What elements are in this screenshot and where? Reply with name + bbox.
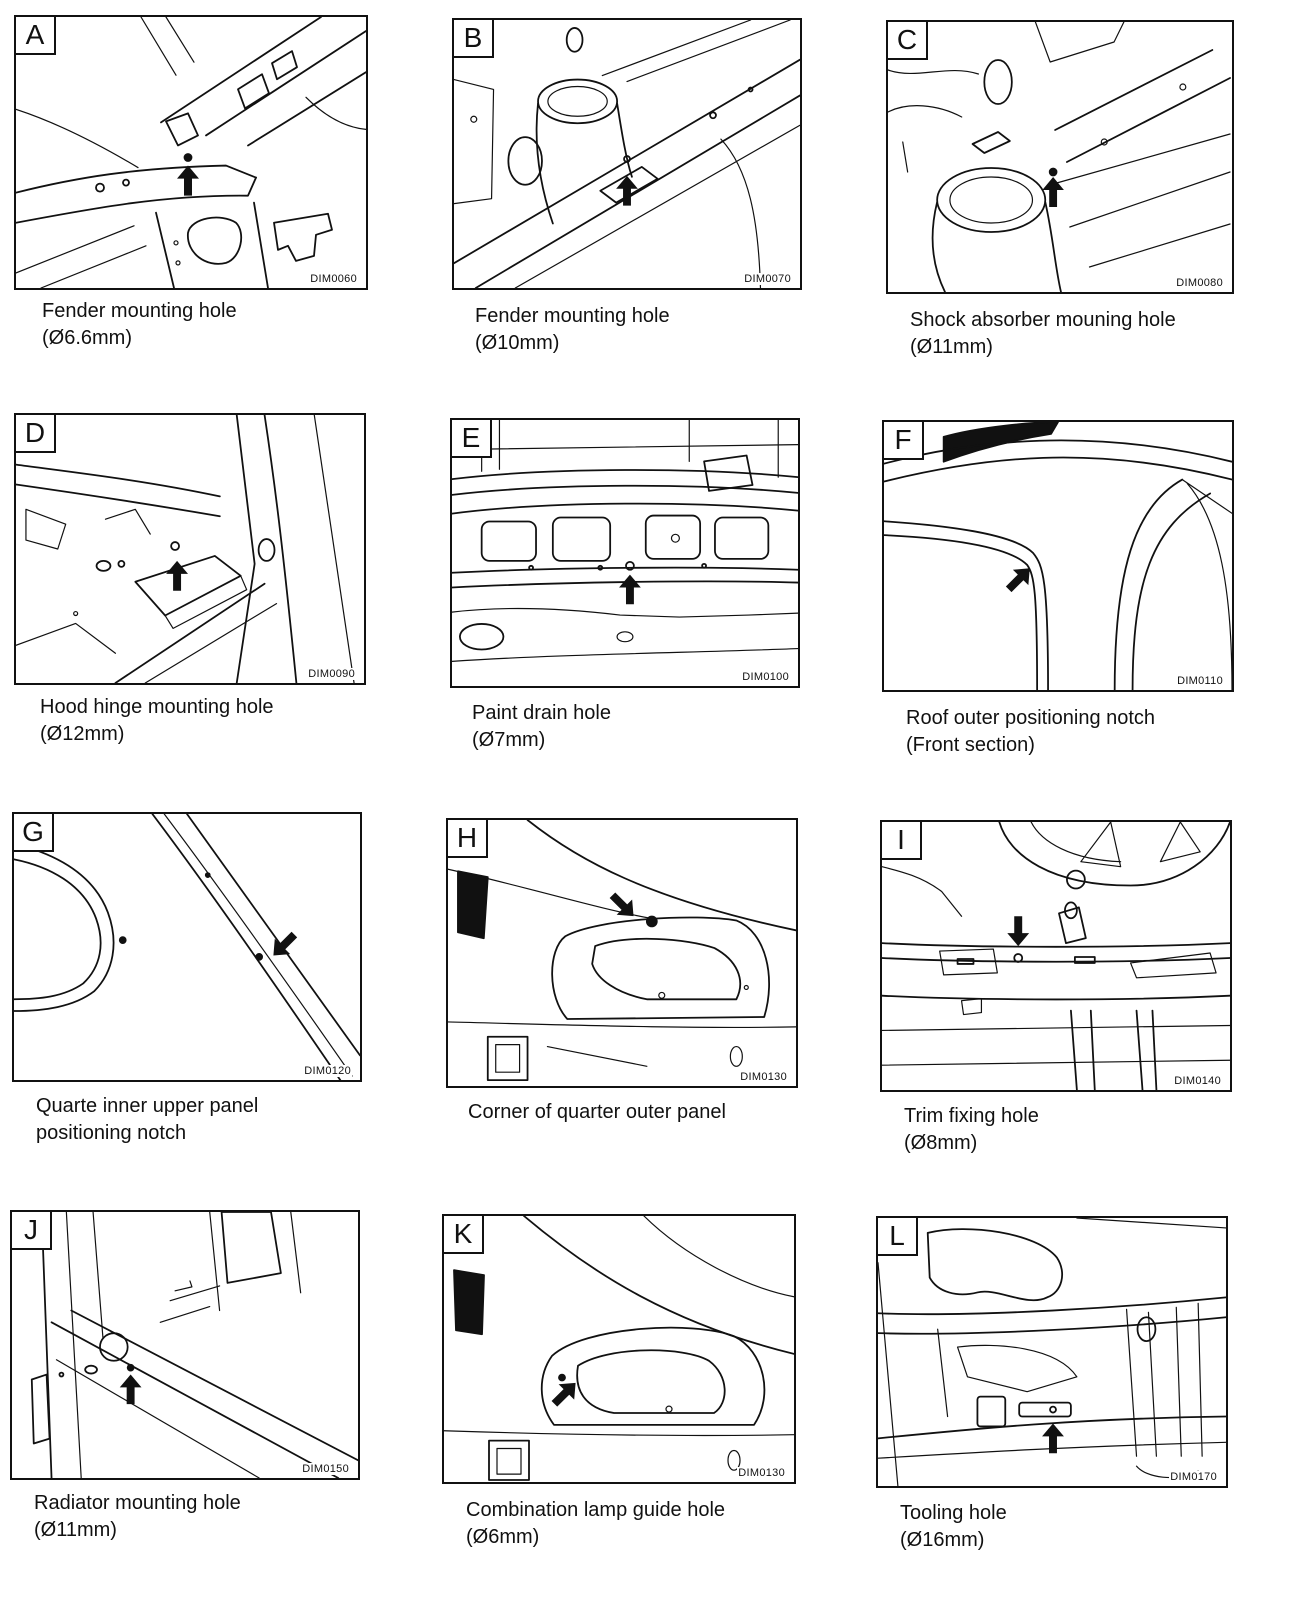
figure-label: F bbox=[884, 422, 924, 460]
figure-i-drawing bbox=[882, 822, 1230, 1090]
arrow-up-icon bbox=[166, 560, 189, 591]
figure-label: H bbox=[448, 820, 488, 858]
caption-line: (Ø7mm) bbox=[472, 729, 546, 751]
arrow-up-icon bbox=[616, 175, 638, 206]
caption-line: Radiator mounting hole bbox=[34, 1492, 241, 1514]
figure-l: L DIM0170 bbox=[876, 1216, 1228, 1488]
figure-b: B DIM0070 bbox=[452, 18, 802, 290]
caption-line: (Ø10mm) bbox=[475, 332, 560, 354]
figure-k-drawing bbox=[444, 1216, 794, 1481]
figure-label: K bbox=[444, 1216, 484, 1254]
figure-code: DIM0100 bbox=[741, 671, 790, 683]
figure-code: DIM0150 bbox=[301, 1463, 350, 1475]
figure-caption: Hood hinge mounting hole (Ø12mm) bbox=[40, 694, 274, 748]
figure-f: F DIM0110 bbox=[882, 420, 1234, 692]
figure-code: DIM0120 bbox=[303, 1065, 352, 1077]
figure-e-drawing bbox=[452, 420, 798, 662]
caption-line: Tooling hole bbox=[900, 1502, 1007, 1524]
figure-code: DIM0170 bbox=[1169, 1471, 1218, 1483]
caption-line: Roof outer positioning notch bbox=[906, 707, 1156, 729]
caption-line: Trim fixing hole bbox=[904, 1105, 1039, 1127]
figure-label: B bbox=[454, 20, 494, 58]
figure-a: A DIM0060 bbox=[14, 15, 368, 290]
figure-caption: Paint drain hole (Ø7mm) bbox=[472, 700, 611, 754]
figure-caption: Fender mounting hole (Ø10mm) bbox=[475, 303, 670, 357]
caption-line: Shock absorber mouning hole bbox=[910, 309, 1176, 331]
figure-h: H DIM0130 bbox=[446, 818, 798, 1088]
arrow-up-icon bbox=[619, 574, 641, 605]
arrow-down-left-icon bbox=[273, 931, 298, 956]
figure-j: J DIM0150 bbox=[10, 1210, 360, 1480]
caption-line: Fender mounting hole bbox=[42, 300, 237, 322]
figure-f-drawing bbox=[884, 422, 1232, 690]
caption-line: (Ø11mm) bbox=[34, 1519, 117, 1541]
figure-caption: Tooling hole (Ø16mm) bbox=[900, 1500, 1007, 1554]
figure-label: C bbox=[888, 22, 928, 60]
figure-c: C DIM0080 bbox=[886, 20, 1234, 294]
figure-label: J bbox=[12, 1212, 52, 1250]
caption-line: (Ø12mm) bbox=[40, 723, 125, 745]
caption-line: (Ø16mm) bbox=[900, 1529, 985, 1551]
figure-caption: Trim fixing hole (Ø8mm) bbox=[904, 1103, 1039, 1157]
caption-line: (Ø8mm) bbox=[904, 1132, 978, 1154]
figure-d: D DIM0090 bbox=[14, 413, 366, 685]
figure-code: DIM0140 bbox=[1173, 1075, 1222, 1087]
figure-d-drawing bbox=[16, 415, 355, 683]
caption-line: Paint drain hole bbox=[472, 702, 611, 724]
figure-code: DIM0130 bbox=[739, 1071, 788, 1083]
caption-line: Hood hinge mounting hole bbox=[40, 696, 274, 718]
figure-c-drawing bbox=[888, 22, 1231, 292]
arrow-up-right-icon bbox=[1005, 568, 1030, 593]
caption-line: (Ø11mm) bbox=[910, 336, 993, 358]
caption-line: Combination lamp guide hole bbox=[466, 1499, 726, 1521]
figure-i: I DIM0140 bbox=[880, 820, 1232, 1092]
figure-label: G bbox=[14, 814, 54, 852]
figure-j-drawing bbox=[30, 1212, 358, 1478]
figure-g-drawing bbox=[14, 814, 360, 1080]
figure-k: K DIM0130 bbox=[442, 1214, 796, 1484]
figure-caption: Roof outer positioning notch (Front sect… bbox=[906, 705, 1155, 759]
figure-label: A bbox=[16, 17, 56, 55]
caption-line: Corner of quarter outer panel bbox=[468, 1101, 726, 1123]
figure-code: DIM0110 bbox=[1176, 675, 1224, 687]
figure-caption: Fender mounting hole (Ø6.6mm) bbox=[42, 298, 237, 352]
figure-code: DIM0080 bbox=[1175, 277, 1224, 289]
figure-code: DIM0070 bbox=[743, 273, 792, 285]
figure-label: I bbox=[882, 822, 922, 860]
arrow-up-icon bbox=[1042, 1423, 1064, 1454]
figure-code: DIM0090 bbox=[307, 668, 356, 680]
caption-line: positioning notch bbox=[36, 1122, 187, 1144]
figure-h-drawing bbox=[448, 820, 796, 1081]
figure-caption: Combination lamp guide hole (Ø6mm) bbox=[466, 1497, 725, 1551]
figure-l-drawing bbox=[878, 1218, 1226, 1486]
figure-b-drawing bbox=[454, 20, 800, 288]
arrow-down-right-icon bbox=[609, 892, 634, 917]
figure-label: L bbox=[878, 1218, 918, 1256]
arrow-up-right-icon bbox=[551, 1382, 576, 1407]
figure-label: D bbox=[16, 415, 56, 453]
caption-line: (Ø6mm) bbox=[466, 1526, 540, 1548]
arrow-up-icon bbox=[177, 165, 199, 196]
figure-a-drawing bbox=[16, 17, 366, 288]
figure-caption: Corner of quarter outer panel bbox=[468, 1099, 726, 1126]
figure-caption: Radiator mounting hole (Ø11mm) bbox=[34, 1490, 241, 1544]
figure-g: G DIM0120 bbox=[12, 812, 362, 1082]
figure-label: E bbox=[452, 420, 492, 458]
figure-code: DIM0130 bbox=[737, 1467, 786, 1479]
figure-caption: Shock absorber mouning hole (Ø11mm) bbox=[910, 307, 1176, 361]
arrow-down-icon bbox=[1007, 916, 1030, 947]
figure-code: DIM0060 bbox=[309, 273, 358, 285]
caption-line: Fender mounting hole bbox=[475, 305, 670, 327]
caption-line: (Ø6.6mm) bbox=[42, 327, 132, 349]
caption-line: (Front section) bbox=[906, 734, 1035, 756]
caption-line: Quarte inner upper panel bbox=[36, 1095, 259, 1117]
figure-e: E DIM0100 bbox=[450, 418, 800, 688]
arrow-up-icon bbox=[119, 1374, 142, 1405]
figure-caption: Quarte inner upper panel positioning not… bbox=[36, 1093, 258, 1147]
arrow-up-icon bbox=[1042, 177, 1064, 207]
